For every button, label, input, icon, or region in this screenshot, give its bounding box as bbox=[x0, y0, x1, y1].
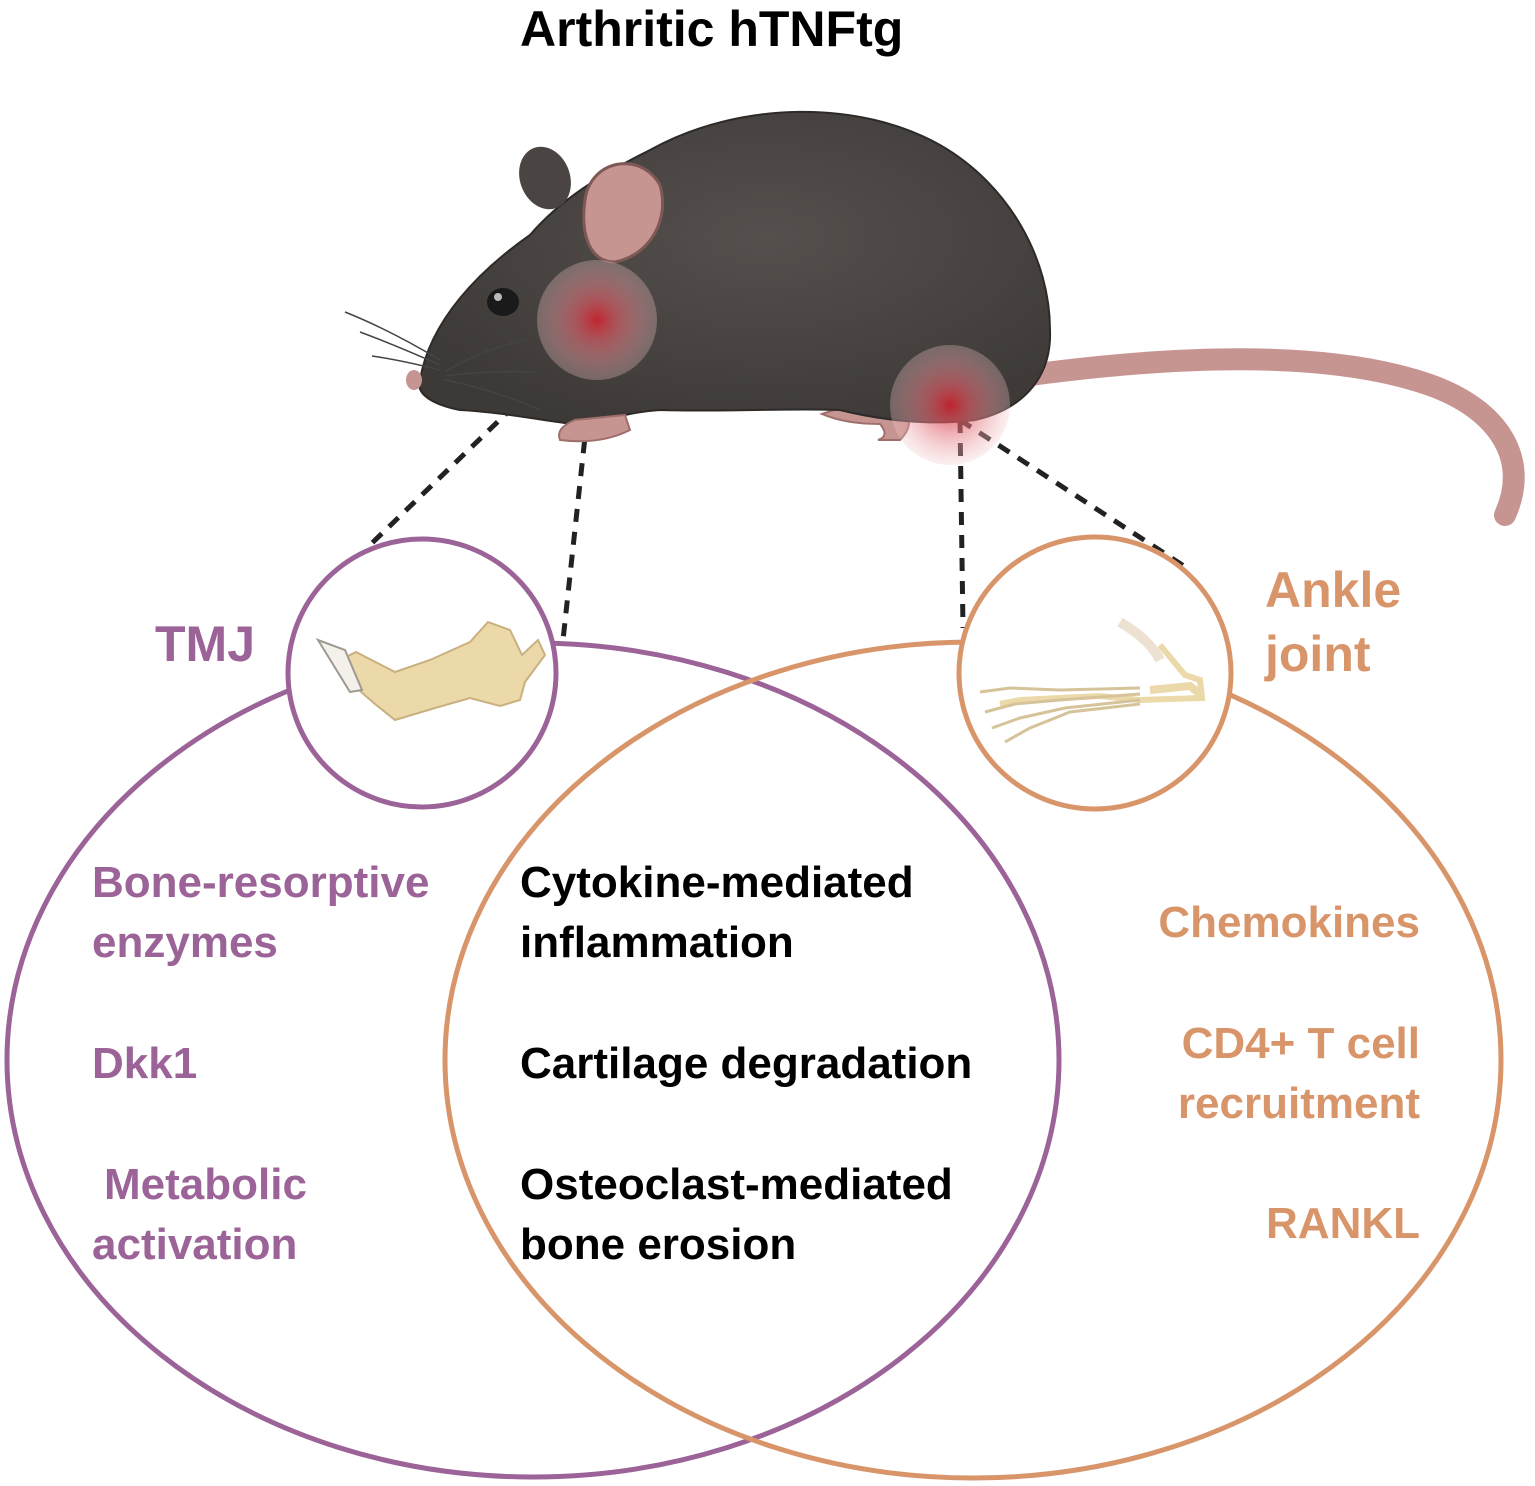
shared-item-line: Cartilage degradation bbox=[520, 1039, 973, 1088]
ankle-item-chemokines: Chemokines bbox=[1158, 893, 1420, 953]
tmj-item-metabolic-activation: Metabolic activation bbox=[92, 1155, 307, 1275]
ankle-label-line-2: joint bbox=[1265, 626, 1371, 682]
ankle-label-line-1: Ankle bbox=[1265, 562, 1402, 618]
mouse-front-paw bbox=[558, 413, 632, 443]
ankle-item-line: RANKL bbox=[1266, 1199, 1420, 1248]
shared-item-cytokine-inflammation: Cytokine-mediated inflammation bbox=[520, 853, 914, 973]
shared-item-line: inflammation bbox=[520, 918, 794, 967]
tmj-inflammation-glow-icon bbox=[537, 260, 657, 380]
mouse-tail bbox=[1019, 348, 1525, 526]
mandible-bone-icon bbox=[315, 620, 547, 722]
ankle-inflammation-glow-icon bbox=[890, 345, 1010, 465]
shared-item-line: bone erosion bbox=[520, 1220, 797, 1269]
mouse-nose bbox=[406, 370, 422, 390]
ankle-zoom-circle bbox=[956, 534, 1234, 812]
tmj-item-dkk1: Dkk1 bbox=[92, 1034, 197, 1094]
tmj-item-line: activation bbox=[92, 1220, 298, 1269]
tmj-label: TMJ bbox=[155, 616, 255, 672]
tmj-item-bone-resorptive-enzymes: Bone-resorptive enzymes bbox=[92, 853, 429, 973]
mouse-illustration bbox=[344, 110, 1525, 526]
tmj-item-line: Bone-resorptive bbox=[92, 858, 430, 907]
mouse-eye bbox=[487, 288, 519, 316]
ankle-item-cd4-t-cell-recruitment: CD4+ T cell recruitment bbox=[1178, 1014, 1420, 1134]
ankle-item-line: recruitment bbox=[1177, 1079, 1420, 1128]
shared-item-osteoclast-bone-erosion: Osteoclast-mediated bone erosion bbox=[520, 1155, 953, 1275]
mouse-whiskers bbox=[344, 311, 541, 411]
mouse-back-ear bbox=[519, 146, 571, 210]
ankle-joint-label: Ankle joint bbox=[1265, 558, 1401, 686]
tmj-item-line: Metabolic bbox=[104, 1160, 307, 1209]
tmj-item-line: Dkk1 bbox=[92, 1039, 198, 1088]
diagram-title: Arthritic hTNFtg bbox=[520, 1, 904, 57]
ankle-item-line: CD4+ T cell bbox=[1181, 1019, 1420, 1068]
shared-item-cartilage-degradation: Cartilage degradation bbox=[520, 1034, 972, 1094]
tmj-item-line: enzymes bbox=[92, 918, 278, 967]
mouse-front-ear bbox=[582, 162, 665, 264]
shared-item-line: Osteoclast-mediated bbox=[520, 1160, 953, 1209]
hind-paw-bones-icon bbox=[979, 617, 1206, 744]
shared-item-line: Cytokine-mediated bbox=[520, 858, 914, 907]
ankle-item-line: Chemokines bbox=[1158, 898, 1420, 947]
ankle-item-rankl: RANKL bbox=[1266, 1194, 1420, 1254]
